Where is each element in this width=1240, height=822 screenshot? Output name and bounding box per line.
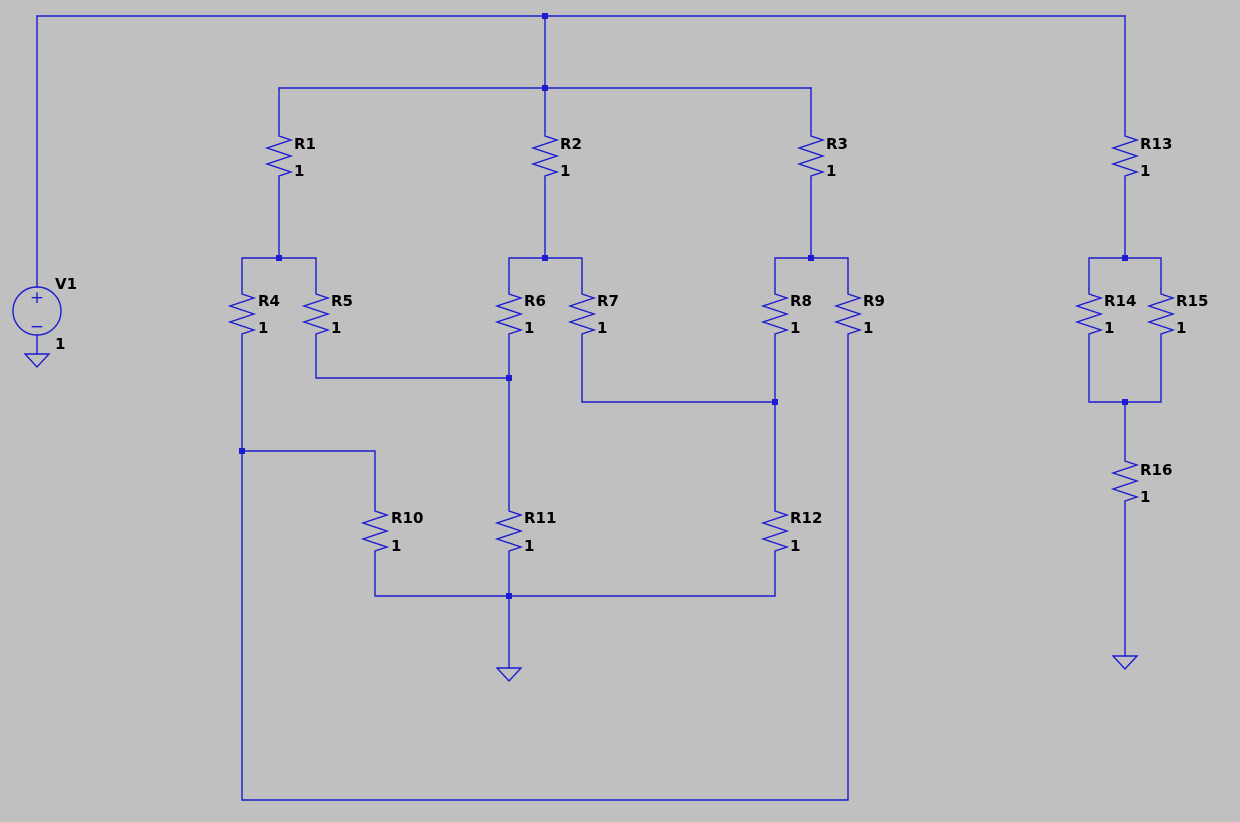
resistor-r4 xyxy=(227,288,257,338)
resistor-r3 xyxy=(796,130,826,180)
junction-dot xyxy=(276,255,282,261)
junction-dot xyxy=(506,375,512,381)
resistor-value-label: 1 xyxy=(1176,319,1186,337)
resistor-name-label: R3 xyxy=(826,135,848,153)
ground-icon xyxy=(495,667,523,683)
resistor-value-label: 1 xyxy=(1140,162,1150,180)
resistor-value-label: 1 xyxy=(597,319,607,337)
resistor-name-label: R6 xyxy=(524,292,546,310)
wire-r7-to-r8node xyxy=(581,337,776,403)
junction-dot xyxy=(1122,399,1128,405)
resistor-name-label: R11 xyxy=(524,509,556,527)
resistor-name-label: R9 xyxy=(863,292,885,310)
resistor-symbols xyxy=(227,130,1176,555)
resistor-value-label: 1 xyxy=(294,162,304,180)
source-name-label: V1 xyxy=(55,275,77,293)
resistor-value-label: 1 xyxy=(391,537,401,555)
resistor-r16 xyxy=(1110,455,1140,505)
resistor-name-label: R2 xyxy=(560,135,582,153)
source-value-label: 1 xyxy=(55,335,65,353)
junction-dot xyxy=(1122,255,1128,261)
resistor-r10 xyxy=(360,505,390,555)
resistor-value-label: 1 xyxy=(331,319,341,337)
junction-dot xyxy=(506,593,512,599)
wire-bottom-loop xyxy=(241,337,849,801)
component-labels: V1 1 R1 1 R2 1 R3 1 R4 1 R5 1 R6 1 R7 1 … xyxy=(55,135,1208,555)
resistor-value-label: 1 xyxy=(826,162,836,180)
junction-dot xyxy=(542,255,548,261)
resistor-r6 xyxy=(494,288,524,338)
wire-v1-top xyxy=(36,15,1126,288)
resistor-r15 xyxy=(1146,288,1176,338)
junction-dot xyxy=(239,448,245,454)
resistor-name-label: R4 xyxy=(258,292,280,310)
ground-symbols xyxy=(23,353,1139,683)
ground-icon xyxy=(1111,655,1139,671)
junction-dot xyxy=(772,399,778,405)
resistor-name-label: R8 xyxy=(790,292,812,310)
resistor-name-label: R5 xyxy=(331,292,353,310)
voltage-source-v1: + − xyxy=(12,286,62,355)
resistor-value-label: 1 xyxy=(560,162,570,180)
resistor-r9 xyxy=(833,288,863,338)
wire-r4-to-r10 xyxy=(241,450,376,506)
wire-node-r14-r15-bottom xyxy=(1088,337,1162,403)
resistor-r14 xyxy=(1074,288,1104,338)
resistor-r2 xyxy=(530,130,560,180)
junction-dot xyxy=(542,13,548,19)
wires xyxy=(36,15,1162,801)
resistor-value-label: 1 xyxy=(258,319,268,337)
resistor-value-label: 1 xyxy=(790,319,800,337)
ground-icon xyxy=(23,353,51,369)
resistor-r1 xyxy=(264,130,294,180)
junctions xyxy=(239,13,1128,599)
resistor-value-label: 1 xyxy=(524,319,534,337)
resistor-value-label: 1 xyxy=(524,537,534,555)
resistor-value-label: 1 xyxy=(863,319,873,337)
resistor-r5 xyxy=(301,288,331,338)
resistor-r12 xyxy=(760,505,790,555)
resistor-r13 xyxy=(1110,130,1140,180)
junction-dot xyxy=(808,255,814,261)
resistor-name-label: R7 xyxy=(597,292,619,310)
wire-r5-to-r6node xyxy=(315,337,510,379)
resistor-r7 xyxy=(567,288,597,338)
wire-node-r8-r9 xyxy=(774,257,849,289)
resistor-name-label: R14 xyxy=(1104,292,1136,310)
resistor-value-label: 1 xyxy=(1140,488,1150,506)
wire-lower-rail xyxy=(374,554,776,597)
wire-node-r6-r7 xyxy=(508,257,583,289)
junction-dot xyxy=(542,85,548,91)
wire-node-r14-r15 xyxy=(1088,257,1162,289)
resistor-name-label: R16 xyxy=(1140,461,1172,479)
wire-node-r4-r5 xyxy=(241,257,317,289)
resistor-name-label: R12 xyxy=(790,509,822,527)
resistor-name-label: R15 xyxy=(1176,292,1208,310)
source-minus-sign: − xyxy=(30,317,44,337)
resistor-value-label: 1 xyxy=(1104,319,1114,337)
resistor-name-label: R13 xyxy=(1140,135,1172,153)
resistor-name-label: R1 xyxy=(294,135,316,153)
source-plus-sign: + xyxy=(30,288,44,308)
resistor-r8 xyxy=(760,288,790,338)
resistor-r11 xyxy=(494,505,524,555)
resistor-name-label: R10 xyxy=(391,509,423,527)
resistor-value-label: 1 xyxy=(790,537,800,555)
